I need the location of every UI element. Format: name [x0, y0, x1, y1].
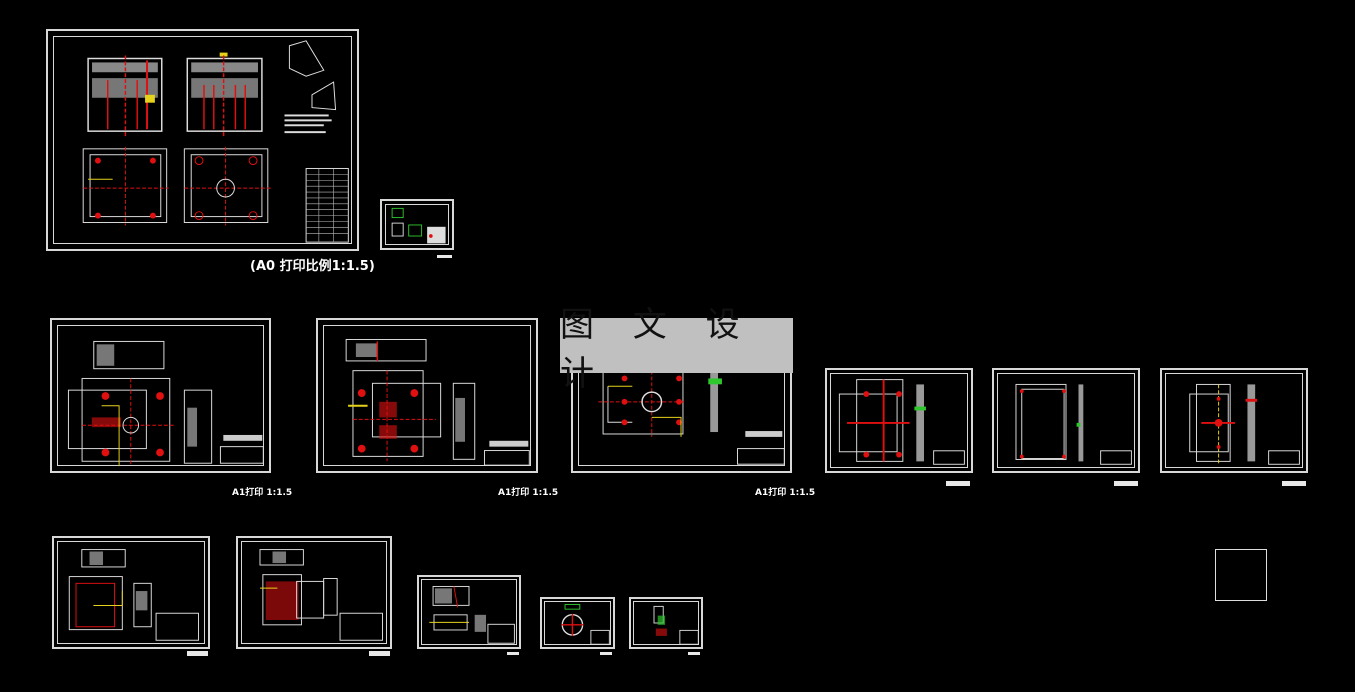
part-drawing-graphics	[561, 604, 610, 645]
sheet-stamp	[437, 255, 452, 258]
part-drawing-graphics	[653, 605, 699, 645]
sheet-caption-assembly: (A0 打印比例1:1.5)	[250, 259, 375, 274]
assembly-drawing-graphics	[82, 40, 349, 243]
small-drawing-graphics	[391, 207, 446, 244]
sheet-stamp	[600, 652, 612, 655]
drawing-sheet-assembly[interactable]	[46, 29, 359, 251]
sheet-stamp	[507, 652, 519, 655]
drawing-sheet-small-1[interactable]	[380, 199, 454, 250]
sheet-stamp	[688, 652, 700, 655]
watermark-banner: 图 文 设 计	[560, 305, 793, 394]
drawing-sheet-part-4[interactable]	[825, 368, 973, 473]
empty-square-outline[interactable]	[1215, 549, 1267, 601]
part-drawing-graphics	[67, 340, 264, 467]
drawing-sheet-part-2[interactable]	[316, 318, 538, 473]
drawing-sheet-part-7[interactable]	[52, 536, 210, 649]
part-drawing-graphics	[68, 549, 200, 641]
sheet-stamp	[1114, 481, 1138, 486]
drawing-sheet-part-1[interactable]	[50, 318, 271, 473]
part-drawing-graphics	[429, 585, 515, 644]
drawing-sheet-part-5[interactable]	[992, 368, 1140, 473]
sheet-border	[1165, 373, 1303, 468]
part-drawing-graphics	[1015, 383, 1132, 465]
sheet-border	[53, 36, 352, 244]
sheet-border	[323, 325, 531, 466]
sheet-border	[241, 541, 387, 644]
sheet-border	[421, 579, 517, 645]
sheet-caption-part-3: A1打印 1:1.5	[755, 488, 816, 498]
sheet-stamp	[187, 651, 208, 656]
sheet-border	[57, 541, 205, 644]
watermark-text: 图 文 设 计	[560, 304, 754, 394]
drawing-sheet-part-9[interactable]	[417, 575, 521, 649]
sheet-border	[385, 204, 449, 245]
sheet-stamp	[369, 651, 390, 656]
drawing-sheet-part-11[interactable]	[629, 597, 703, 649]
part-drawing-graphics	[1189, 383, 1300, 465]
sheet-caption-part-2: A1打印 1:1.5	[498, 488, 559, 498]
part-drawing-graphics	[838, 379, 965, 465]
sheet-stamp	[1282, 481, 1306, 486]
part-drawing-graphics	[259, 549, 383, 641]
sheet-stamp	[946, 481, 970, 486]
sheet-border	[830, 373, 968, 468]
sheet-border	[544, 601, 611, 645]
sheet-caption-part-1: A1打印 1:1.5	[232, 488, 293, 498]
sheet-border	[57, 325, 264, 466]
drawing-sheet-part-6[interactable]	[1160, 368, 1308, 473]
sheet-border	[633, 601, 699, 645]
sheet-border	[997, 373, 1135, 468]
part-drawing-graphics	[345, 338, 530, 466]
drawing-sheet-part-10[interactable]	[540, 597, 615, 649]
drawing-sheet-part-8[interactable]	[236, 536, 392, 649]
